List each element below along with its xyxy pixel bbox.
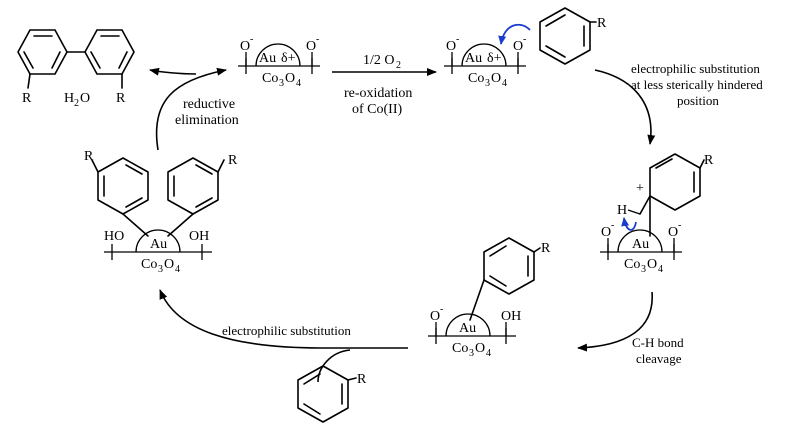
svg-text:O: O: [306, 39, 316, 54]
svg-text:-: -: [523, 34, 526, 45]
svg-text:OH: OH: [189, 229, 209, 244]
biphenyl-product: R R: [17, 29, 135, 106]
catalyst-au-delta-left: Au δ+ O - O - Co 3 O 4: [238, 34, 320, 89]
svg-text:electrophilic substitution: electrophilic substitution: [631, 61, 760, 76]
svg-text:4: 4: [658, 264, 663, 275]
svg-text:O: O: [430, 309, 440, 324]
svg-text:-: -: [316, 34, 319, 45]
electrophilic-substitution-label: electrophilic substitution at less steri…: [631, 61, 763, 108]
svg-text:Co: Co: [624, 257, 640, 272]
attack-curved-arrow: [498, 23, 531, 45]
svg-text:Co: Co: [141, 257, 157, 272]
svg-text:-: -: [440, 304, 443, 315]
svg-text:cleavage: cleavage: [636, 351, 682, 366]
reagent-entry-curve: [317, 349, 351, 383]
reductive-arrow-to-product: [149, 67, 197, 76]
svg-text:Au: Au: [259, 51, 276, 66]
svg-text:HO: HO: [104, 229, 124, 244]
svg-text:C-H bond: C-H bond: [632, 335, 684, 350]
ch-cleavage-arrow: [577, 291, 653, 352]
proton-curved-arrow: [621, 217, 637, 231]
svg-text:4: 4: [296, 78, 301, 89]
svg-text:O: O: [164, 257, 174, 272]
electrophilic-arrow-bottom: [159, 289, 323, 349]
svg-text:R: R: [541, 241, 551, 256]
reoxidation-label: 1/2 O 2 re-oxidation of Co(II): [344, 53, 412, 117]
aryl-au-intermediate: R: [469, 237, 551, 321]
svg-text:Co: Co: [468, 71, 484, 86]
biphenyl-r-left: R: [22, 91, 32, 106]
reductive-elimination-label: reductive elimination: [175, 97, 239, 128]
catalyst-au-arenium: Au O - O - Co 3 O 4: [600, 220, 682, 275]
svg-text:R: R: [228, 153, 238, 168]
svg-text:Au: Au: [632, 237, 649, 252]
svg-text:O: O: [513, 39, 523, 54]
svg-text:O: O: [285, 71, 295, 86]
svg-text:4: 4: [502, 78, 507, 89]
svg-text:elimination: elimination: [175, 113, 239, 128]
electrophilic-arrow-top: [594, 69, 656, 145]
svg-text:-: -: [456, 34, 459, 45]
svg-text:H: H: [64, 91, 74, 106]
svg-text:Co: Co: [452, 341, 468, 356]
svg-text:Co: Co: [262, 71, 278, 86]
svg-text:-: -: [611, 220, 614, 231]
svg-text:O: O: [668, 225, 678, 240]
ch-cleavage-label: C-H bond cleavage: [632, 335, 684, 366]
svg-text:H: H: [617, 203, 627, 218]
svg-text:3: 3: [279, 78, 284, 89]
benzene-reagent-top: R: [539, 7, 607, 65]
arenium-intermediate: R + H: [617, 153, 714, 237]
svg-text:OH: OH: [501, 309, 521, 324]
svg-text:R: R: [357, 372, 367, 387]
svg-text:O: O: [491, 71, 501, 86]
svg-text:re-oxidation: re-oxidation: [344, 86, 412, 101]
svg-text:at less sterically hindered: at less sterically hindered: [631, 77, 763, 92]
svg-text:3: 3: [469, 348, 474, 359]
catalyst-au-aryl: Au O - OH Co 3 O 4: [428, 304, 521, 359]
svg-text:2: 2: [396, 60, 401, 71]
svg-text:3: 3: [485, 78, 490, 89]
svg-text:R: R: [597, 16, 607, 31]
water-label: H 2 O: [64, 91, 90, 109]
svg-text:1/2 O: 1/2 O: [363, 53, 395, 68]
catalyst-au-diaryl: Au HO OH Co 3 O 4: [104, 229, 212, 275]
svg-text:O: O: [475, 341, 485, 356]
svg-text:O: O: [446, 39, 456, 54]
svg-text:of Co(II): of Co(II): [352, 102, 402, 117]
svg-text:δ+: δ+: [281, 51, 296, 66]
reductive-arrow-to-catalyst: [155, 67, 227, 151]
svg-text:Au: Au: [150, 237, 167, 252]
svg-text:position: position: [677, 93, 719, 108]
benzene-reagent-bottom: R: [297, 365, 367, 423]
diaryl-au-intermediate: R R: [84, 149, 238, 237]
svg-text:-: -: [250, 34, 253, 45]
biphenyl-r-right: R: [116, 91, 126, 106]
svg-text:R: R: [704, 153, 714, 168]
svg-text:δ+: δ+: [487, 51, 502, 66]
svg-text:4: 4: [486, 348, 491, 359]
svg-text:O: O: [80, 91, 90, 106]
svg-text:O: O: [601, 225, 611, 240]
svg-text:Au: Au: [459, 321, 476, 336]
svg-text:3: 3: [158, 264, 163, 275]
svg-text:2: 2: [74, 98, 79, 109]
svg-text:O: O: [647, 257, 657, 272]
svg-text:3: 3: [641, 264, 646, 275]
svg-text:4: 4: [175, 264, 180, 275]
svg-text:+: +: [636, 181, 644, 196]
svg-text:R: R: [84, 149, 94, 164]
svg-text:-: -: [678, 220, 681, 231]
svg-text:Au: Au: [465, 51, 482, 66]
electrophilic-bottom-label: electrophilic substitution: [222, 323, 351, 338]
svg-text:O: O: [240, 39, 250, 54]
svg-text:reductive: reductive: [183, 97, 235, 112]
catalyst-au-delta-right: Au δ+ O - O - Co 3 O 4: [444, 34, 526, 89]
